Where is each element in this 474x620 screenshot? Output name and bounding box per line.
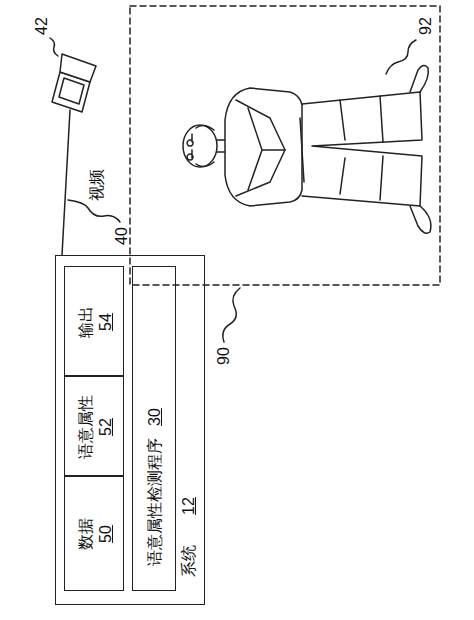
box-label: 语意属性 (78, 395, 94, 459)
leader-line (50, 38, 58, 56)
callout-number: 90 (216, 347, 232, 365)
camera-icon (52, 54, 96, 112)
callout-number: 40 (114, 227, 130, 245)
box-label: 系统 (181, 545, 197, 577)
leader-line (223, 288, 240, 342)
scene-region (130, 6, 440, 285)
box-label: 语意属性检测程序 (147, 438, 163, 566)
leader-line (386, 40, 416, 74)
callout-number: 50 (98, 525, 114, 543)
person-figure (183, 65, 431, 233)
callout-number: 52 (98, 418, 114, 436)
callout-number: 42 (34, 17, 50, 35)
callout-number: 12 (181, 497, 197, 515)
data-box: 数据50 (64, 476, 124, 591)
signal-label: 视频 (89, 169, 105, 201)
box-label: 数据 (78, 518, 94, 550)
callout-number: 30 (147, 408, 163, 426)
program-box: 语意属性检测程序 30 (132, 266, 176, 591)
data-box: 输出54 (64, 266, 124, 376)
callout-number: 92 (418, 17, 434, 35)
box-label: 输出 (78, 306, 94, 338)
leader-line (68, 200, 120, 222)
data-box: 语意属性52 (64, 376, 124, 476)
system-box: 系统12语意属性检测程序30数据50语意属性52输出54 (55, 255, 205, 605)
callout-number: 54 (98, 313, 114, 331)
video-cable (62, 110, 70, 255)
